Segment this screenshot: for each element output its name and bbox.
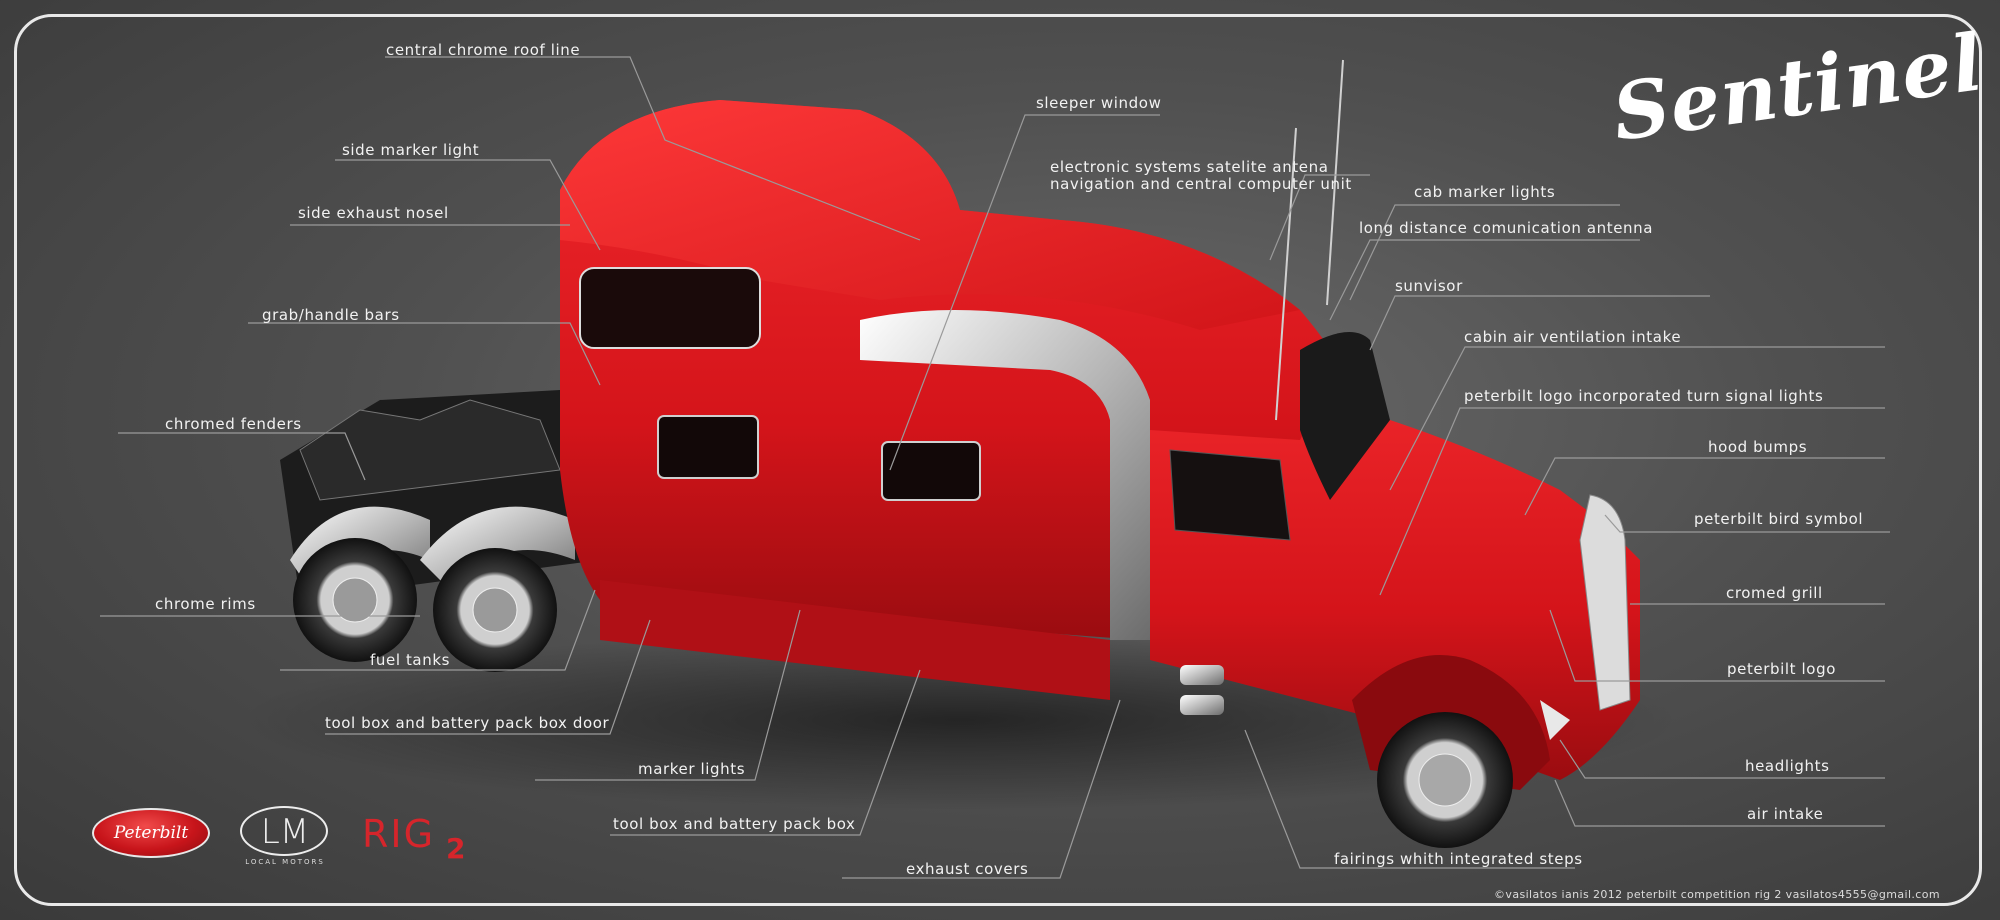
brand-logo: Sentinel (1607, 17, 1988, 180)
label-air-ventilation: cabin air ventilation intake (1464, 328, 1682, 346)
callout-line-sleeper-window (889, 114, 1160, 471)
callout-line-long-antenna (1329, 239, 1640, 321)
label-cromed-grill: cromed grill (1726, 584, 1823, 602)
cab-and-hood (1150, 332, 1640, 848)
local-motors-subtitle: LOCAL MOTORS (245, 858, 325, 866)
callout-line-fuel (280, 589, 596, 671)
poster-frame (14, 14, 1982, 906)
label-navigation-unit: navigation and central computer unit (1050, 175, 1352, 193)
rear-chassis (280, 390, 600, 672)
peterbilt-logo-text: Peterbilt (113, 823, 189, 843)
callout-line-marker (535, 609, 801, 781)
label-sleeper-window: sleeper window (1036, 94, 1162, 112)
toolbox-panel (600, 580, 1110, 700)
label-side-exhaust: side exhaust nosel (298, 204, 449, 222)
callout-line-sunvisor (1369, 295, 1710, 351)
local-motors-ring (240, 806, 328, 856)
label-headlights: headlights (1745, 757, 1830, 775)
label-peterbilt-logo: peterbilt logo (1727, 660, 1836, 678)
sleeper-window (881, 441, 981, 501)
rig2-logo: RIG 2 (362, 812, 472, 865)
step-2 (1180, 695, 1224, 715)
callout-line-roof (385, 56, 921, 241)
label-chrome-rims: chrome rims (155, 595, 256, 613)
callout-line-grab (248, 322, 601, 386)
label-turn-signal: peterbilt logo incorporated turn signal … (1464, 387, 1824, 405)
callout-line-exhaust-covers (842, 699, 1121, 879)
label-roof-line: central chrome roof line (386, 41, 581, 59)
local-motors-monogram: LM (260, 812, 310, 852)
callout-line-pb-logo (1549, 609, 1885, 682)
callout-line-air-vent (1389, 346, 1885, 491)
label-air-intake: air intake (1747, 805, 1824, 823)
rig-logo-text: RIG (362, 812, 436, 856)
label-marker-lights: marker lights (638, 760, 746, 778)
label-long-antenna: long distance comunication antenna (1359, 219, 1654, 237)
rig-logo-number: 2 (446, 832, 466, 865)
label-cab-marker-lights: cab marker lights (1414, 183, 1556, 201)
chrome-grill (1579, 494, 1631, 711)
callout-line-hood-bumps (1524, 457, 1885, 516)
callout-line-satelite (1269, 174, 1370, 261)
callout-line-toolbox-door (325, 619, 651, 735)
label-satelite-antena: electronic systems satelite antena (1050, 158, 1329, 176)
label-sunvisor: sunvisor (1395, 277, 1463, 295)
local-motors-logo: LM LOCAL MOTORS (236, 806, 334, 866)
callout-line-cab-marker (1349, 204, 1620, 301)
satelite-antenna (1275, 127, 1297, 421)
windshield (1300, 332, 1390, 500)
callout-line-fenders (118, 432, 366, 481)
label-bird-symbol: peterbilt bird symbol (1694, 510, 1864, 528)
callout-line-headlights (1559, 739, 1885, 779)
chrome-roof-trim (860, 310, 1150, 640)
label-fairings: fairings whith integrated steps (1334, 850, 1583, 868)
label-hood-bumps: hood bumps (1708, 438, 1808, 456)
headlight (1540, 700, 1570, 740)
callout-line-side-marker (335, 159, 601, 251)
label-toolbox-door: tool box and battery pack box door (325, 714, 610, 732)
label-toolbox: tool box and battery pack box (613, 815, 856, 833)
callout-lines (100, 56, 1890, 879)
callout-line-turn-signal (1379, 407, 1885, 596)
label-fuel-tanks: fuel tanks (370, 651, 451, 669)
callout-line-bird (1604, 514, 1890, 533)
label-grab-bars: grab/handle bars (262, 306, 400, 324)
callout-line-air-intake (1554, 779, 1885, 827)
callout-line-toolbox (610, 669, 921, 836)
step-1 (1180, 665, 1224, 685)
long-antenna (1326, 59, 1344, 306)
credit-line: ©vasilatos ianis 2012 peterbilt competit… (1494, 888, 1940, 901)
peterbilt-logo: Peterbilt (92, 808, 210, 858)
label-side-marker-light: side marker light (342, 141, 480, 159)
side-vent (579, 267, 761, 349)
label-chromed-fenders: chromed fenders (165, 415, 302, 433)
cab-door-window (1169, 449, 1291, 541)
sleeper-side-window (657, 415, 759, 479)
callout-line-fairings (1244, 729, 1575, 869)
label-exhaust-covers: exhaust covers (906, 860, 1029, 878)
